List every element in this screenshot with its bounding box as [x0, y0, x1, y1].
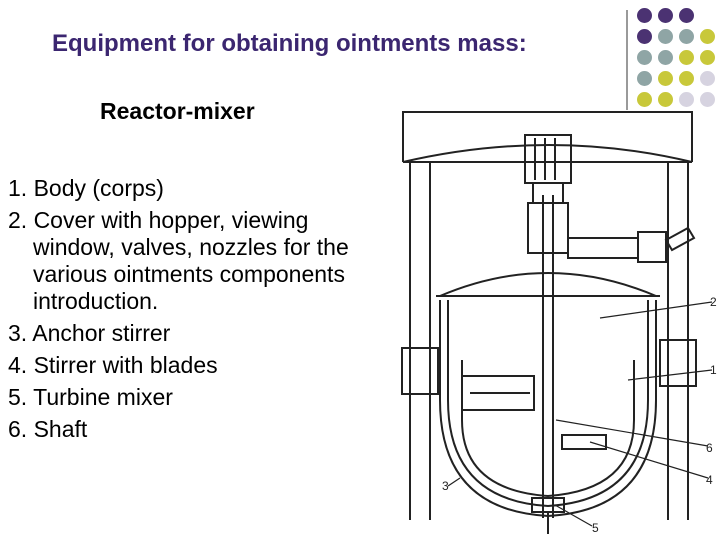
- callout-label: 2: [710, 295, 717, 309]
- decorative-dot: [679, 71, 694, 86]
- decorative-dot: [700, 29, 715, 44]
- decorative-dot: [700, 50, 715, 65]
- component-list: 1. Body (corps) 2. Cover with hopper, vi…: [8, 175, 388, 448]
- list-item: 2. Cover with hopper, viewing window, va…: [8, 207, 349, 314]
- decorative-dot: [658, 29, 673, 44]
- list-item: 1. Body (corps): [8, 175, 164, 201]
- decorative-dot: [637, 29, 652, 44]
- callout-leaders: [447, 301, 713, 527]
- callout-label: 6: [706, 441, 713, 455]
- list-item: 4. Stirrer with blades: [8, 352, 218, 378]
- decorative-dot: [658, 71, 673, 86]
- decorative-dot: [658, 50, 673, 65]
- decorative-dot: [637, 92, 652, 107]
- reactor-mixer-diagram: 2 1 6 4 3 5: [401, 111, 717, 535]
- decorative-dot: [658, 8, 673, 23]
- decorative-dot: [679, 29, 694, 44]
- decorative-dot-grid: [637, 8, 720, 108]
- decorative-dot: [700, 92, 715, 107]
- decorative-divider: [626, 10, 628, 110]
- callout-label: 3: [442, 479, 449, 493]
- decorative-dot: [679, 92, 694, 107]
- decorative-dot: [637, 50, 652, 65]
- list-item: 3. Anchor stirrer: [8, 320, 171, 346]
- decorative-dot: [679, 8, 694, 23]
- slide-title: Equipment for obtaining ointments mass:: [52, 30, 527, 57]
- reactor-drawing: [401, 111, 697, 534]
- decorative-dot: [700, 71, 715, 86]
- callout-label: 4: [706, 473, 713, 487]
- list-item: 5. Turbine mixer: [8, 384, 173, 410]
- callout-labels: 2 1 6 4 3 5: [442, 295, 717, 535]
- callout-label: 5: [592, 521, 599, 535]
- decorative-dot: [637, 8, 652, 23]
- decorative-dot: [637, 71, 652, 86]
- list-item: 6. Shaft: [8, 416, 88, 442]
- callout-label: 1: [710, 363, 717, 377]
- slide-subtitle: Reactor-mixer: [100, 98, 255, 124]
- decorative-dot: [679, 50, 694, 65]
- decorative-dot: [658, 92, 673, 107]
